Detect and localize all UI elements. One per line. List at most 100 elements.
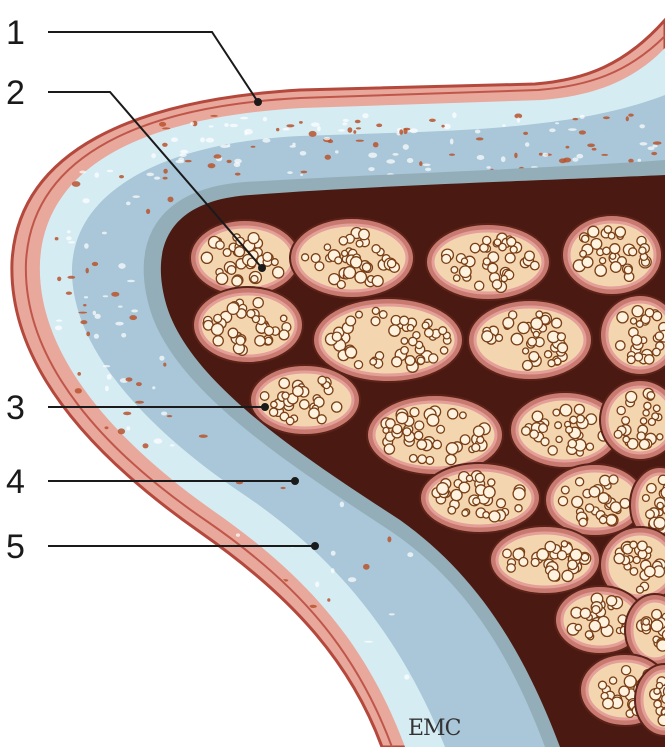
leader-dot-3 [262,404,268,410]
tissue-speckle [133,195,140,198]
tissue-speckle [143,443,149,448]
tissue-speckle [206,138,214,143]
tissue-speckle [280,487,285,489]
axon [557,333,565,341]
tissue-speckle [477,155,485,160]
tissue-speckle [348,127,353,133]
tissue-speckle [342,122,347,125]
axon [356,311,363,318]
axon [483,236,491,244]
tissue-speckle [276,128,279,131]
leader-dot-4 [292,478,298,484]
axon [646,510,655,519]
tissue-speckle [502,124,505,127]
tissue-speckle [340,502,344,508]
tissue-speckle [94,314,100,319]
axon [488,479,495,486]
axon [589,487,600,498]
tissue-speckle [86,268,89,274]
axon [372,245,380,253]
tissue-speckle [236,533,240,536]
axon [615,227,625,237]
axon [346,316,356,326]
tissue-speckle [638,159,642,162]
axon [536,311,543,318]
axon [446,443,458,455]
tissue-speckle [240,117,248,120]
tissue-speckle [244,129,253,135]
nerve-fascicle [468,300,592,380]
tissue-speckle [167,415,173,417]
axon [451,490,462,501]
axon [632,335,642,345]
tissue-speckle [180,153,187,157]
axon [606,515,617,526]
axon [617,406,625,414]
tissue-speckle [626,116,629,121]
axon [383,427,389,433]
axon [460,435,470,445]
tissue-speckle [159,356,164,361]
axon [496,334,503,341]
axon [643,410,649,416]
axon [528,337,537,346]
axon [354,361,362,369]
axon [282,392,289,399]
tissue-speckle [368,153,377,158]
axon [600,258,606,264]
axon [437,483,449,495]
tissue-speckle [152,386,155,389]
axon [507,564,515,572]
tissue-speckle [363,564,370,570]
axon [579,518,587,526]
axon [580,608,590,618]
tissue-speckle [102,232,107,235]
tissue-speckle [514,153,517,159]
axon [572,496,583,507]
axon [466,475,472,481]
axon [342,250,348,256]
axon [575,624,581,630]
tissue-speckle [652,145,657,148]
tissue-speckle [92,262,98,266]
tissue-speckle [66,236,72,240]
tissue-speckle [78,312,87,314]
axon [515,505,522,512]
axon [332,402,342,412]
tissue-speckle [603,116,610,119]
axon [482,331,493,342]
axon [622,417,630,425]
axon [227,266,236,275]
axon [318,376,326,384]
axon [281,315,287,321]
tissue-speckle [200,137,205,142]
axon [252,316,259,323]
tissue-speckle [77,372,81,376]
axon [658,475,665,484]
tissue-speckle [67,230,71,233]
tissue-speckle [103,365,111,367]
axon [379,311,387,319]
tissue-speckle [119,175,124,178]
axon [460,412,467,419]
axon [393,425,402,434]
tissue-speckle [220,145,229,148]
axon [610,244,620,254]
axon [401,347,409,355]
tissue-speckle [103,295,108,297]
axon [654,688,660,694]
axon [555,422,562,429]
axon [214,314,222,322]
axon [440,347,447,354]
axon [507,237,516,246]
tissue-speckle [404,674,409,679]
tissue-speckle [429,119,436,122]
tissue-speckle [230,124,238,127]
axon [335,257,342,264]
tissue-speckle [580,115,585,119]
axon [232,276,242,286]
tissue-speckle [154,438,163,443]
tissue-speckle [154,177,160,180]
nerve-fascicle [290,218,414,298]
axon [614,430,622,438]
